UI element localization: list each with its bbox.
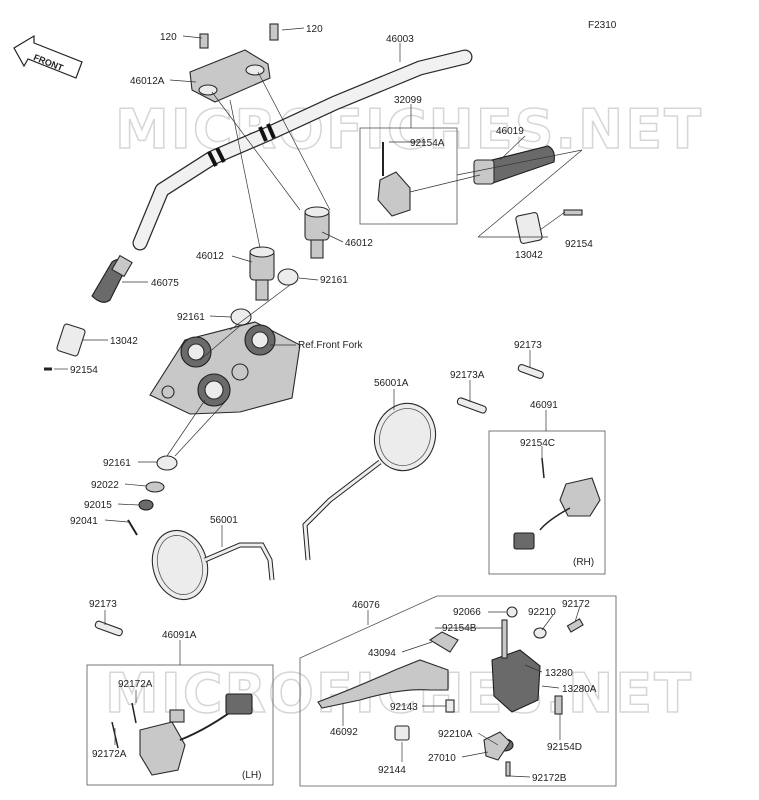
leader-lines <box>54 27 583 778</box>
riser-right <box>304 206 330 259</box>
label-92015: 92015 <box>84 500 112 511</box>
throttle-housing <box>377 142 411 217</box>
lever-assembly <box>317 606 584 777</box>
label-120-left: 120 <box>160 32 177 43</box>
watermark-top: MICROFICHES.NET <box>115 98 703 161</box>
label-46091: 46091 <box>530 400 558 411</box>
label-92173-top: 92173 <box>514 340 542 351</box>
label-92154-left: 92154 <box>70 365 98 376</box>
label-92172B: 92172B <box>532 773 567 784</box>
label-92154A: 92154A <box>410 138 445 149</box>
label-92173-bottom: 92173 <box>89 599 117 610</box>
nut-92015 <box>138 499 154 511</box>
label-92022: 92022 <box>91 480 119 491</box>
bar-end-right <box>515 212 543 244</box>
handlebar <box>132 49 473 251</box>
label-lh: (LH) <box>242 770 261 781</box>
label-46092: 46092 <box>330 727 358 738</box>
top-yoke <box>149 321 301 415</box>
label-92154-right: 92154 <box>565 239 593 250</box>
label-92161-right: 92161 <box>320 275 348 286</box>
label-92041: 92041 <box>70 516 98 527</box>
label-92172: 92172 <box>562 599 590 610</box>
screw-92154-right <box>563 209 583 216</box>
label-rh: (RH) <box>573 557 594 568</box>
label-46003: 46003 <box>386 34 414 45</box>
switch-rh <box>513 457 601 550</box>
label-13042-left: 13042 <box>110 336 138 347</box>
upper-clamp <box>189 23 279 103</box>
label-92172A-bottom: 92172A <box>92 749 127 760</box>
label-13280A: 13280A <box>562 684 597 695</box>
throttle-box <box>359 127 458 225</box>
left-grip <box>91 254 133 303</box>
label-46075: 46075 <box>151 278 179 289</box>
right-grip <box>473 145 555 185</box>
label-27010: 27010 <box>428 753 456 764</box>
bushing-lower <box>156 455 178 471</box>
label-56001A: 56001A <box>374 378 409 389</box>
bushing-upper-right <box>277 268 299 286</box>
label-46012A: 46012A <box>130 76 165 87</box>
label-46019: 46019 <box>496 126 524 137</box>
label-92161-left: 92161 <box>177 312 205 323</box>
switch-rh-box <box>488 430 606 575</box>
label-92173A: 92173A <box>450 370 485 381</box>
label-13042-right: 13042 <box>515 250 543 261</box>
label-92143: 92143 <box>390 702 418 713</box>
label-46012-left: 46012 <box>196 251 224 262</box>
label-56001: 56001 <box>210 515 238 526</box>
bar-end-left <box>56 323 86 357</box>
clip-92173-top <box>517 364 544 379</box>
riser-left <box>249 246 275 301</box>
mirror-left <box>151 529 275 601</box>
clip-92173-bottom <box>94 620 123 637</box>
label-46091A: 46091A <box>162 630 197 641</box>
label-92144: 92144 <box>378 765 406 776</box>
mirror-right <box>302 402 437 561</box>
label-92154C: 92154C <box>520 438 555 449</box>
callout-labels: 120 120 46003 46012A 32099 92154A 46019 … <box>70 24 597 784</box>
washer-92022 <box>145 481 165 493</box>
cotter-pin-92041 <box>127 519 138 536</box>
label-46076: 46076 <box>352 600 380 611</box>
switch-lh <box>111 693 253 776</box>
label-92161-lower: 92161 <box>103 458 131 469</box>
label-43094: 43094 <box>368 648 396 659</box>
figure-code: F2310 <box>588 20 617 31</box>
label-92154B: 92154B <box>442 623 477 634</box>
label-13280: 13280 <box>545 668 573 679</box>
label-ref-front-fork: Ref.Front Fork <box>298 340 363 351</box>
label-92066: 92066 <box>453 607 481 618</box>
label-92172A-top: 92172A <box>118 679 153 690</box>
clip-92173A <box>456 397 487 414</box>
label-46012-right: 46012 <box>345 238 373 249</box>
front-arrow-icon: FRONT <box>13 34 83 79</box>
label-92154D: 92154D <box>547 742 582 753</box>
bushing-upper-left <box>230 308 252 326</box>
label-120-right: 120 <box>306 24 323 35</box>
label-92210: 92210 <box>528 607 556 618</box>
lever-box <box>299 595 617 787</box>
label-32099: 32099 <box>394 95 422 106</box>
label-92210A: 92210A <box>438 729 473 740</box>
